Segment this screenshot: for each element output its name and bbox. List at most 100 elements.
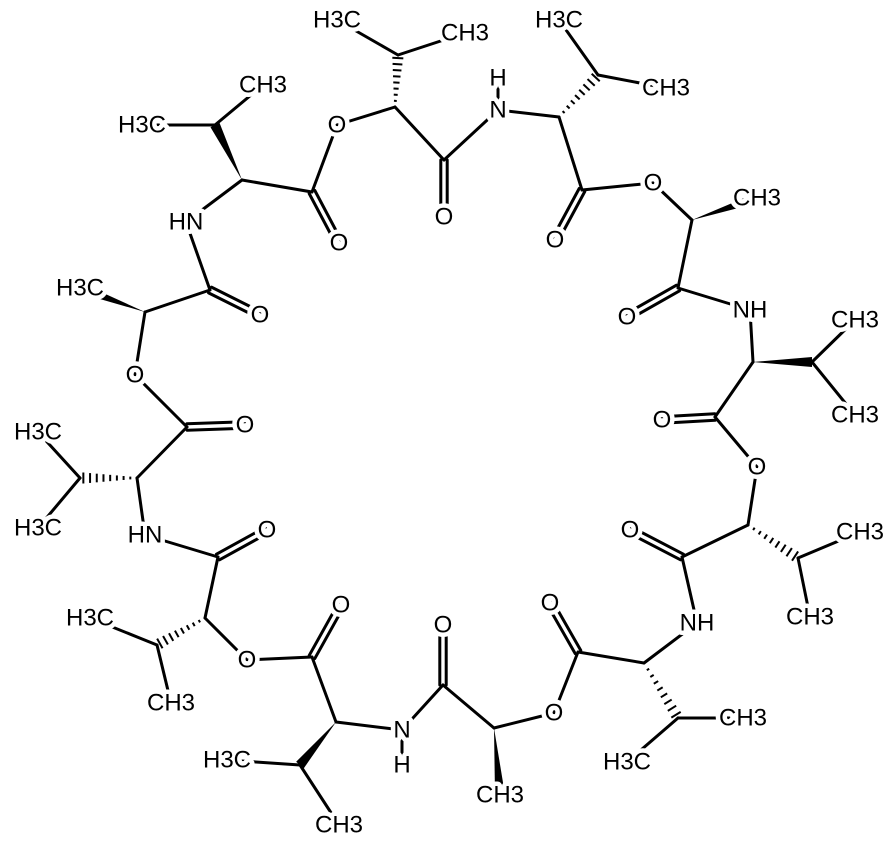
single-bond <box>143 288 212 314</box>
double-bond <box>550 186 587 244</box>
hashed-bond <box>156 619 201 649</box>
nitrogen-label: HN <box>169 209 204 236</box>
single-bond <box>225 758 302 767</box>
single-bond <box>245 655 314 662</box>
double-bond <box>627 525 685 562</box>
nitrogen-label: N <box>393 717 410 744</box>
double-bond <box>438 623 448 687</box>
methyl-label: CH3 <box>836 519 884 546</box>
oxygen-label: O <box>126 362 145 389</box>
single-bond <box>133 373 189 429</box>
single-bond <box>298 763 341 827</box>
single-bond <box>625 716 680 764</box>
methyl-label: CH3 <box>642 75 690 102</box>
methyl-label: CH3 <box>441 20 489 47</box>
oxygen-label: O <box>330 230 349 257</box>
oxygen-label: O <box>545 700 564 727</box>
nitrogen-label: NH <box>680 610 715 637</box>
double-bond <box>545 599 583 656</box>
single-bond <box>557 115 584 192</box>
hashed-bond <box>82 472 132 484</box>
hashed-bond <box>561 72 601 114</box>
methyl-label: H3C <box>603 749 651 776</box>
methyl-label: CH3 <box>476 782 524 809</box>
single-bond <box>576 650 646 665</box>
methyl-label: CH3 <box>733 185 781 212</box>
single-bond <box>596 73 668 90</box>
single-bond <box>36 430 82 480</box>
double-bond <box>214 525 271 562</box>
single-bond <box>496 108 561 119</box>
single-bond <box>213 83 265 127</box>
single-bond <box>810 360 857 417</box>
single-bond <box>393 105 446 162</box>
methyl-label: H3C <box>56 275 104 302</box>
nitrogen-label: HN <box>128 522 163 549</box>
single-bond <box>155 643 173 705</box>
oxygen-label: O <box>644 170 663 197</box>
hydrogen-label: H <box>489 65 506 92</box>
single-bond <box>680 523 750 559</box>
single-bond <box>143 533 220 559</box>
oxygen-label: O <box>258 517 277 544</box>
single-bond <box>748 308 755 364</box>
single-bond <box>335 105 397 127</box>
methyl-label: H3C <box>14 419 62 446</box>
single-bond <box>680 555 699 625</box>
nitrogen-label: N <box>489 97 506 124</box>
oxygen-label: O <box>251 302 270 329</box>
wedge-bond <box>78 283 145 312</box>
wedge-bond <box>692 193 759 220</box>
single-bond <box>396 31 467 57</box>
single-bond <box>580 181 655 192</box>
oxygen-label: O <box>238 647 257 674</box>
methyl-label: H3C <box>313 7 361 34</box>
single-bond <box>442 108 500 162</box>
single-bond <box>557 18 600 77</box>
single-bond <box>36 476 82 530</box>
single-bond <box>135 476 147 537</box>
double-bond <box>307 601 346 661</box>
single-bond <box>203 616 249 662</box>
single-bond <box>240 178 314 194</box>
methyl-label: CH3 <box>831 402 879 429</box>
oxygen-label: O <box>434 612 453 639</box>
single-bond <box>796 530 862 560</box>
methyl-label: H3C <box>203 747 251 774</box>
methyl-label: H3C <box>14 515 62 542</box>
methyl-label: H3C <box>535 7 583 34</box>
double-bond <box>660 412 717 425</box>
oxygen-label: O <box>435 204 454 231</box>
oxygen-label: O <box>618 304 637 331</box>
methyl-label: CH3 <box>786 604 834 631</box>
single-bond <box>135 425 189 480</box>
methyl-label: CH3 <box>315 812 363 839</box>
wedge-bond <box>494 728 505 796</box>
single-bond <box>642 621 699 665</box>
methyl-label: CH3 <box>239 72 287 99</box>
oxygen-label: O <box>653 407 672 434</box>
single-bond <box>310 123 339 194</box>
hashed-bond <box>752 527 799 562</box>
single-bond <box>184 178 244 224</box>
single-bond <box>88 616 159 647</box>
single-bond <box>203 555 220 620</box>
double-bond <box>307 189 344 246</box>
bonds <box>36 18 862 827</box>
single-bond <box>400 683 445 732</box>
single-bond <box>796 556 812 619</box>
single-bond <box>713 415 759 469</box>
hashed-bond <box>646 667 682 719</box>
wedge-bond <box>296 722 336 769</box>
single-bond <box>713 360 755 419</box>
oxygen-label: O <box>541 590 560 617</box>
nitrogen-label: NH <box>733 297 768 324</box>
wedge-bond <box>753 357 812 367</box>
single-bond <box>676 286 752 312</box>
single-bond <box>746 465 759 527</box>
oxygen-label: O <box>236 412 255 439</box>
double-bond <box>185 420 247 432</box>
single-bond <box>810 318 857 364</box>
